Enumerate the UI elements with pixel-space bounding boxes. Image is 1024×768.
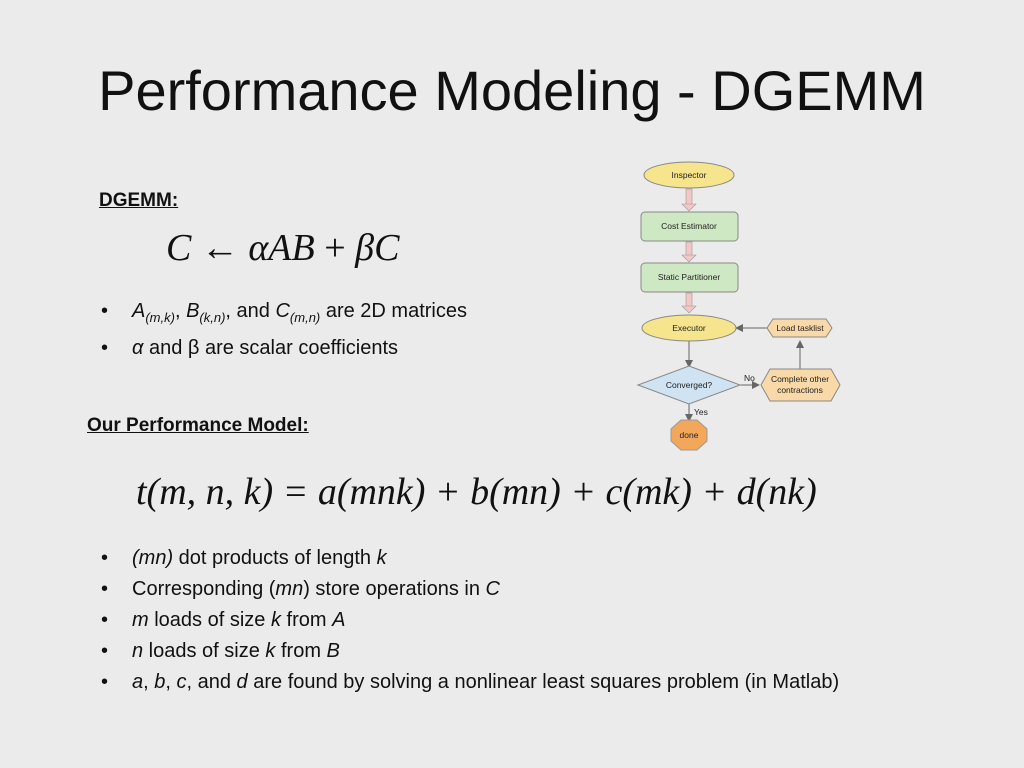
node-load-tasklist xyxy=(766,318,833,338)
node-complete-other xyxy=(760,368,841,402)
node-inspector xyxy=(643,161,735,189)
node-static-partitioner-label: Static Partitioner xyxy=(658,272,721,282)
node-converged xyxy=(636,365,742,405)
model-equation: t(m, n, k) = a(mnk) + b(mn) + c(mk) + d(… xyxy=(136,471,817,513)
node-complete-other-label-2: contractions xyxy=(777,385,823,395)
model-heading: Our Performance Model: xyxy=(87,415,309,436)
list-item: A(m,k), B(k,n), and C(m,n) are 2D matric… xyxy=(101,296,467,333)
node-converged-label: Converged? xyxy=(666,380,713,390)
slide-title: Performance Modeling - DGEMM xyxy=(98,59,926,122)
eq-arrow: ← xyxy=(200,227,239,269)
dgemm-equation: C ← αAB + βC xyxy=(166,226,399,270)
node-executor xyxy=(641,314,737,342)
edge-yes-label: Yes xyxy=(694,407,708,417)
edge-no-label: No xyxy=(744,373,755,383)
dgemm-heading: DGEMM: xyxy=(99,190,179,211)
list-item: a, b, c, and d are found by solving a no… xyxy=(101,667,839,698)
eq-lhs: C xyxy=(166,227,192,269)
list-item: m loads of size k from A xyxy=(101,605,839,636)
node-inspector-label: Inspector xyxy=(672,170,707,180)
dgemm-bullets: A(m,k), B(k,n), and C(m,n) are 2D matric… xyxy=(101,296,467,364)
list-item: n loads of size k from B xyxy=(101,636,839,667)
node-done-label: done xyxy=(680,430,699,440)
model-bullets: (mn) dot products of length k Correspond… xyxy=(101,543,839,698)
node-static-partitioner xyxy=(640,262,739,293)
flow-arrows xyxy=(681,188,804,422)
node-cost-estimator xyxy=(640,211,739,242)
list-item: (mn) dot products of length k xyxy=(101,543,839,574)
node-cost-estimator-label: Cost Estimator xyxy=(661,221,717,231)
node-complete-other-label-1: Complete other xyxy=(771,374,829,384)
eq-plus: + xyxy=(324,227,346,269)
list-item: Corresponding (mn) store operations in C xyxy=(101,574,839,605)
flowchart: Inspector Cost Estimator Static Partitio… xyxy=(636,161,841,451)
node-load-tasklist-label: Load tasklist xyxy=(776,323,824,333)
eq-rhs-alpha: αAB xyxy=(248,227,315,269)
node-done xyxy=(670,419,708,451)
eq-rhs-beta: βC xyxy=(355,227,400,269)
node-executor-label: Executor xyxy=(672,323,706,333)
list-item: α and β are scalar coefficients xyxy=(101,333,467,364)
